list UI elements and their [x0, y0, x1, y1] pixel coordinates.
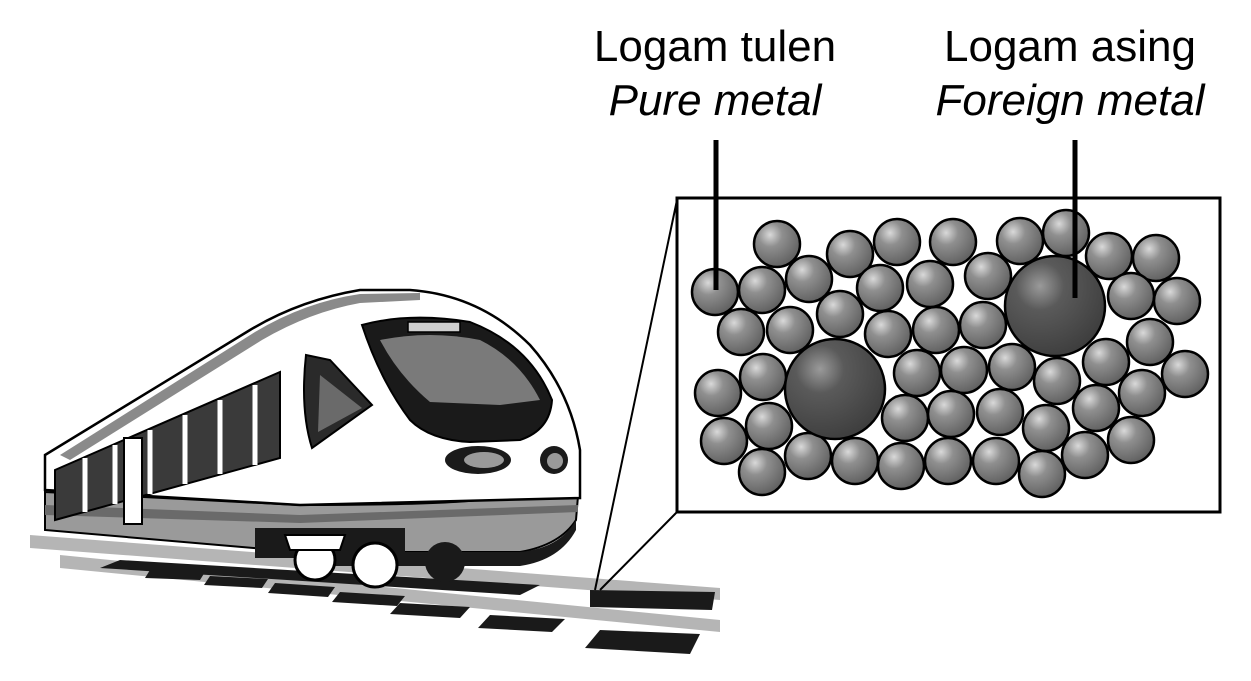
pure-metal-atom — [737, 447, 787, 497]
pure-metal-atom — [880, 393, 930, 443]
pure-metal-atom — [1117, 368, 1167, 418]
pure-metal-atom — [1106, 271, 1156, 321]
pure-metal-atom — [958, 300, 1008, 350]
pure-metal-atom — [765, 305, 815, 355]
pure-metal-atom — [783, 431, 833, 481]
metal-atoms — [690, 140, 1210, 499]
foreign-metal-malay: Logam asing — [944, 22, 1196, 71]
pure-metal-atom — [825, 229, 875, 279]
pure-metal-atom — [1041, 208, 1091, 258]
pure-metal-atom — [752, 219, 802, 269]
pure-metal-atom — [744, 401, 794, 451]
pure-metal-atom — [716, 307, 766, 357]
pure-metal-atom — [815, 289, 865, 339]
pure-metal-atom — [892, 348, 942, 398]
foreign-metal-atom — [783, 337, 887, 441]
pure-metal-atom — [784, 254, 834, 304]
pure-metal-atom — [1017, 449, 1067, 499]
pure-metal-atom — [963, 251, 1013, 301]
pure-metal-english: Pure metal — [608, 76, 822, 125]
train-bogie — [255, 528, 465, 589]
pure-metal-atom — [1152, 276, 1202, 326]
pure-metal-atom — [737, 265, 787, 315]
pure-metal-atom — [1071, 383, 1121, 433]
pure-metal-atom — [1081, 337, 1131, 387]
pure-metal-atom — [975, 387, 1025, 437]
pure-metal-atom — [1106, 415, 1156, 465]
pure-metal-atom — [995, 216, 1045, 266]
pure-metal-atom — [699, 416, 749, 466]
pure-metal-atom — [1060, 430, 1110, 480]
pure-metal-atom — [863, 309, 913, 359]
pure-metal-atom — [1160, 349, 1210, 399]
pure-metal-atom — [876, 441, 926, 491]
pure-metal-atom — [872, 217, 922, 267]
pure-metal-atom — [693, 368, 743, 418]
pure-metal-label: Logam tulen Pure metal — [545, 20, 885, 128]
pure-metal-atom — [1021, 403, 1071, 453]
pure-metal-atom — [971, 436, 1021, 486]
pure-metal-atom — [1131, 233, 1181, 283]
train-illustration — [43, 288, 582, 589]
pure-metal-atom — [939, 345, 989, 395]
foreign-metal-english: Foreign metal — [935, 76, 1205, 125]
pure-metal-atom — [911, 305, 961, 355]
pure-metal-atom — [928, 217, 978, 267]
magnification-lines — [594, 199, 678, 591]
pure-metal-atom — [923, 436, 973, 486]
pure-metal-atom — [855, 263, 905, 313]
pure-metal-atom — [987, 342, 1037, 392]
pure-metal-atom — [905, 259, 955, 309]
pure-metal-malay: Logam tulen — [593, 22, 837, 71]
pure-metal-atom — [1125, 317, 1175, 367]
pure-metal-atom — [830, 436, 880, 486]
railway-sleepers — [145, 570, 715, 654]
foreign-metal-atom — [1003, 254, 1107, 358]
foreign-metal-label: Logam asing Foreign metal — [890, 20, 1250, 128]
pure-metal-atom — [738, 352, 788, 402]
pure-metal-atom — [1032, 356, 1082, 406]
pure-metal-atom — [926, 389, 976, 439]
